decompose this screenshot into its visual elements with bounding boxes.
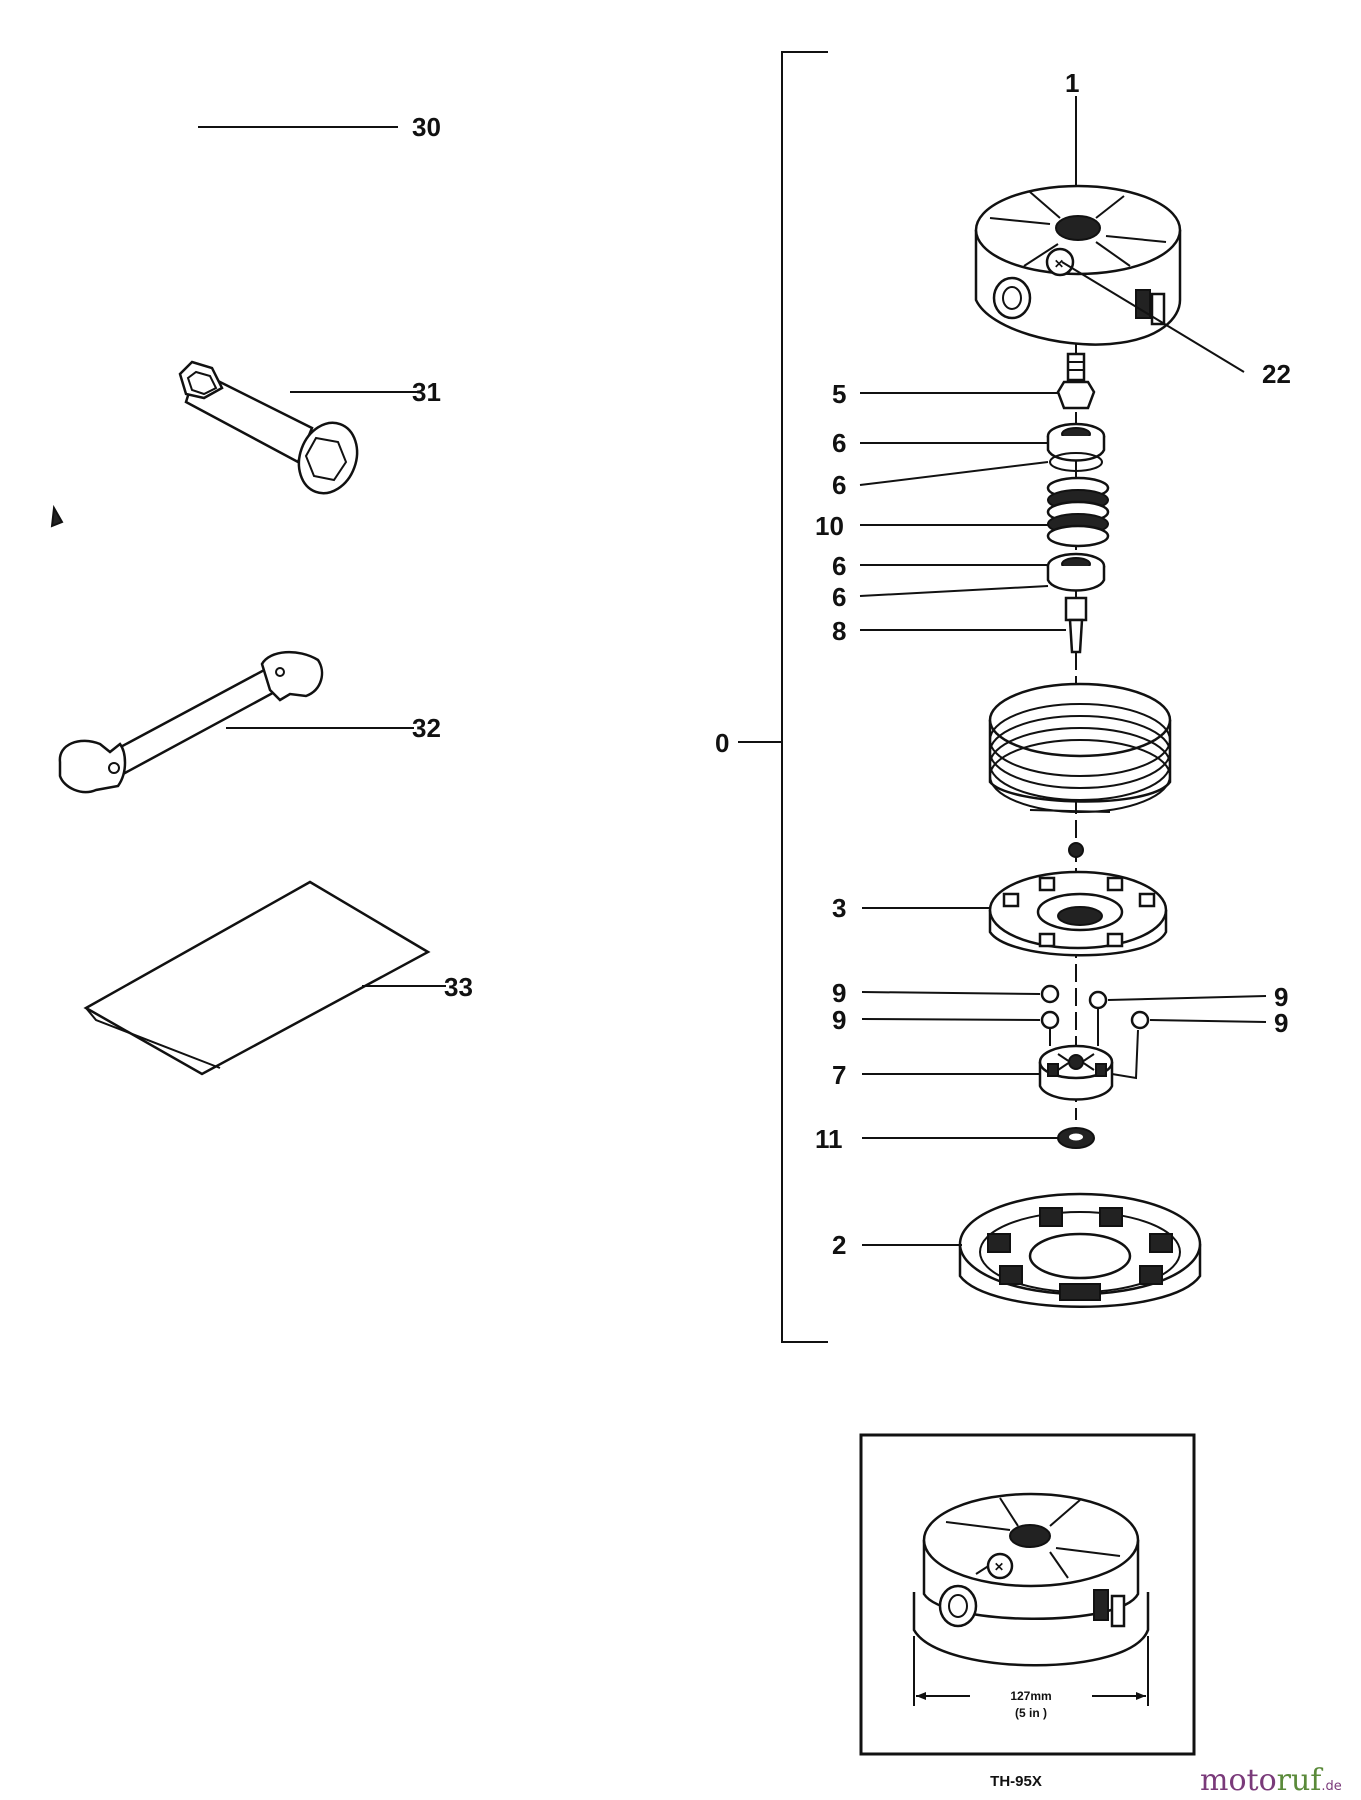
callout-6-d: 6 [832, 582, 846, 612]
hex-key-tool [80, 54, 398, 234]
callout-6-c: 6 [832, 551, 846, 581]
brand-watermark: motoruf.de [1200, 1763, 1342, 1798]
spring-part [1046, 476, 1110, 548]
bolt-part [1056, 352, 1096, 410]
callout-9-d: 9 [1274, 1008, 1288, 1038]
dimension-mm-label: 127mm [1010, 1689, 1051, 1703]
shaft-part [1064, 596, 1088, 654]
watermark-brand-part1: moto [1200, 1763, 1277, 1798]
callout-1: 1 [1065, 68, 1079, 98]
callout-9-c: 9 [1274, 982, 1288, 1012]
callout-22: 22 [1262, 359, 1291, 389]
callout-6-b: 6 [832, 470, 846, 500]
line-spool-part [988, 682, 1172, 813]
callout-3: 3 [832, 893, 846, 923]
dimension-inch-label: (5 in ) [1015, 1706, 1047, 1720]
callout-33: 33 [444, 972, 473, 1002]
instruction-manual-item [83, 880, 446, 1076]
callout-7: 7 [832, 1060, 846, 1090]
callout-6-a: 6 [832, 428, 846, 458]
callout-9-b: 9 [832, 1005, 846, 1035]
box-wrench-tool [50, 360, 418, 528]
ball-bearings-part [1040, 984, 1150, 1030]
washer-pair-lower [1046, 552, 1106, 592]
callout-31: 31 [412, 377, 441, 407]
callout-5: 5 [832, 379, 846, 409]
svg-text:motoruf.de: motoruf.de [1200, 1763, 1342, 1798]
ratchet-hub-part [1038, 1008, 1139, 1101]
callout-32: 32 [412, 713, 441, 743]
callout-2: 2 [832, 1230, 846, 1260]
svg-text:✕: ✕ [994, 1560, 1004, 1574]
callout-30: 30 [412, 112, 441, 142]
svg-text:✕: ✕ [1054, 257, 1064, 271]
assembly-bracket [738, 51, 828, 1343]
model-label: TH-95X [990, 1773, 1042, 1790]
open-end-wrench-tool [58, 650, 414, 794]
spool-cover-part: ✕ [974, 184, 1182, 346]
spool-plate-part [988, 842, 1168, 957]
watermark-brand-part2: ruf [1277, 1763, 1324, 1798]
watermark-suffix: .de [1321, 1779, 1341, 1794]
assembled-head-inset: ✕ [859, 1433, 1196, 1756]
callout-11: 11 [815, 1124, 843, 1154]
callout-10: 10 [815, 511, 844, 541]
washer-pair-upper [1046, 422, 1106, 472]
callout-8: 8 [832, 616, 846, 646]
callout-0: 0 [715, 728, 729, 758]
base-housing-part [958, 1192, 1202, 1308]
small-washer-part [1057, 1127, 1095, 1149]
callout-9-a: 9 [832, 978, 846, 1008]
